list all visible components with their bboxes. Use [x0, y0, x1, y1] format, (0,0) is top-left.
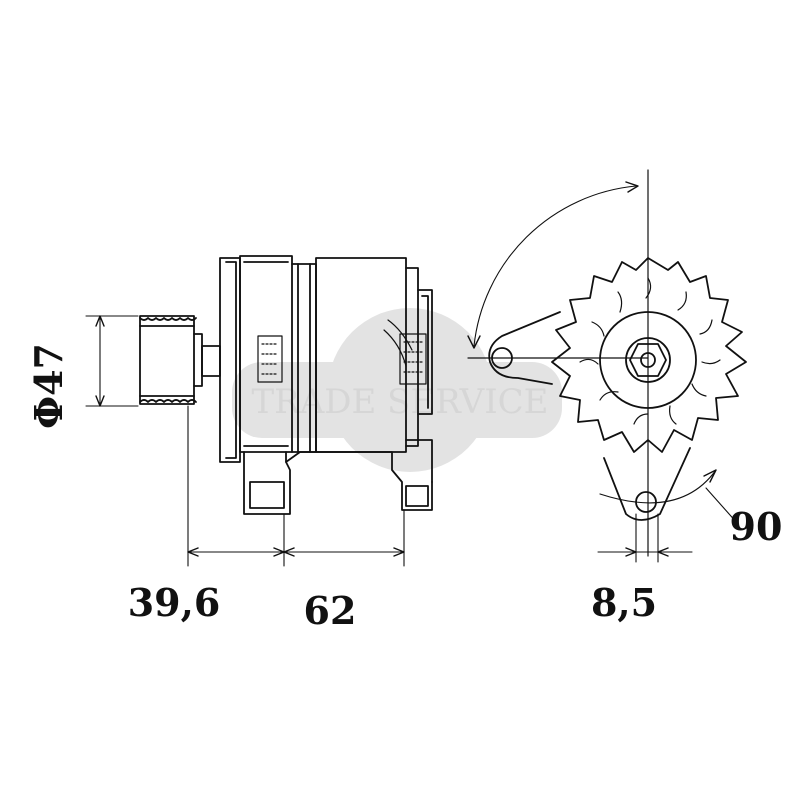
dim-offset-label: 39,6: [128, 580, 221, 625]
rear-housing: [315, 257, 433, 483]
fan-outline: [551, 257, 747, 453]
mounting-hole-left: [491, 347, 513, 369]
mounting-ear: [488, 311, 561, 385]
dim-lug-label: 8,5: [591, 580, 657, 625]
dim-angle-label: 90: [730, 504, 783, 549]
alternator-front-view: [467, 169, 747, 557]
terminal-blocks: [257, 319, 427, 385]
watermark-text: TRADE SERVICE: [251, 382, 548, 422]
dim-angle-arc: [473, 185, 637, 347]
dim-pulley-diameter-label: Φ47: [26, 343, 71, 429]
dimension-lines: [85, 181, 739, 567]
watermark: TRADE SERVICE: [232, 308, 562, 472]
hex-nut: [629, 343, 667, 377]
alternator-side-view: [139, 255, 433, 515]
dim-angle-leader: [705, 487, 739, 525]
hub-inner: [625, 337, 671, 383]
dim-body-label: 62: [304, 588, 357, 633]
mounting-foot: [243, 451, 433, 515]
pulley: [139, 315, 203, 405]
bottom-lug: [603, 447, 691, 521]
shaft: [201, 345, 221, 377]
hub-outer: [599, 311, 697, 409]
watermark-band: [232, 362, 562, 438]
